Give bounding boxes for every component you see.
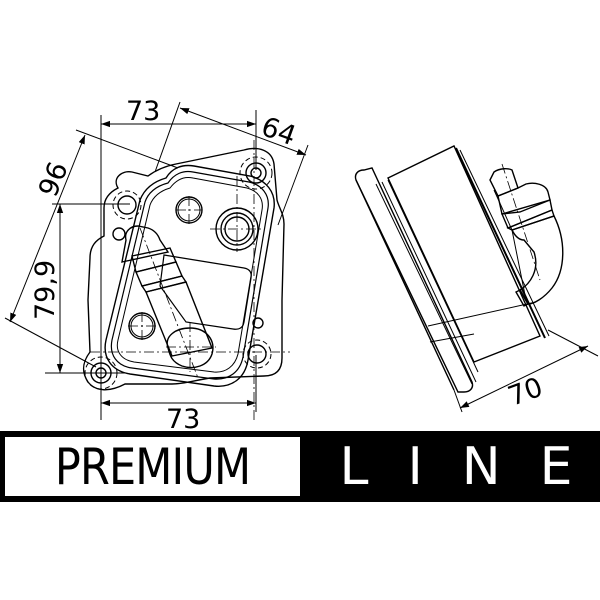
bolt-hole-top-left [112,190,142,220]
locating-pin-right [252,317,264,329]
banner-premium-text: PREMIUM [54,437,251,496]
cooler-body-inner-2 [116,177,263,373]
center-lines [90,140,290,420]
side-flange [354,167,474,393]
dim-line-70 [459,345,589,409]
bolt-hole-bottom-right [242,339,272,369]
dim-label-vertical-left: 79,9 [30,260,61,320]
dim-label-diagonal-left: 96 [33,158,75,201]
pipe-outlet-oval [166,327,214,369]
banner-line-box: L I N E [300,431,600,502]
banner-letter-l: L [339,436,369,497]
locating-pin-left [112,227,126,241]
pipe-fitting-front [121,225,214,369]
flange-outline [82,147,285,391]
dimension-labels: 73 64 96 79,9 73 70 [30,96,547,435]
side-center-lines [501,163,541,281]
premium-line-banner: PREMIUM L I N E [0,431,600,502]
front-view [82,140,290,420]
banner-letter-i: I [407,436,423,497]
dim-label-depth: 70 [504,372,547,413]
front-view-dimensions [4,101,309,420]
pipe-fitting-side [489,167,564,307]
banner-letter-n: N [461,436,501,497]
side-body [387,145,541,363]
cooler-body-inner-1 [110,170,269,380]
banner-letter-e: E [539,436,573,497]
dim-line-96 [9,134,86,323]
side-view [354,145,564,393]
dim-label-bottom-width: 73 [166,404,200,435]
label-plate [159,254,252,330]
dim-line-64 [179,107,307,156]
side-view-dimensions [453,329,599,413]
dim-label-diagonal-top: 64 [257,111,300,152]
dim-label-top-width: 73 [126,96,160,127]
banner-premium-box: PREMIUM [5,437,300,496]
